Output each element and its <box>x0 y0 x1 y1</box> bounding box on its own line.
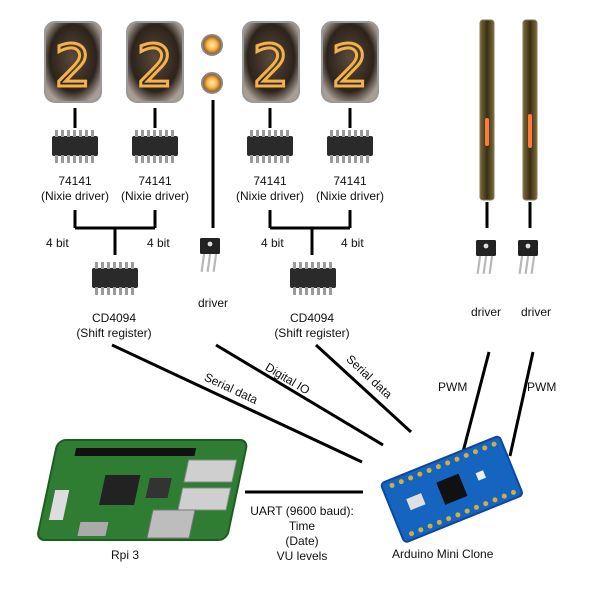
nixie-digit-4: 2 <box>332 32 369 100</box>
nixie-tube-2: 2 <box>126 21 184 103</box>
serial-data-right-line <box>314 343 413 434</box>
dip-ic-icon <box>247 130 293 163</box>
driver-part-number: 74141 <box>138 174 172 188</box>
nixie-tube-icon <box>126 21 184 103</box>
nixie-driver-label-3: 74141 (Nixie driver) <box>215 174 325 204</box>
nixie-driver-label-1: 74141 (Nixie driver) <box>20 174 130 204</box>
colon-driver-label: driver <box>198 296 229 310</box>
driver-description: (Nixie driver) <box>120 189 189 203</box>
uart-item-date: (Date) <box>285 534 319 548</box>
nixie-digit-3: 2 <box>253 32 290 100</box>
driver-part-number: 74141 <box>58 174 92 188</box>
connection-lines <box>73 100 535 494</box>
uart-label: UART (9600 baud): Time (Date) VU levels <box>232 504 372 564</box>
nixie-driver-label-4: 74141 (Nixie driver) <box>295 174 405 204</box>
to126-transistor-icon <box>518 240 538 274</box>
digital-io-line <box>215 343 384 447</box>
nixie-digit-2: 2 <box>137 32 174 100</box>
dip-ic-icon <box>52 130 98 163</box>
uart-title: UART (9600 baud): <box>250 504 354 518</box>
shift-register-part-number: CD4094 <box>91 311 137 325</box>
four-bit-label-4: 4 bit <box>341 236 364 250</box>
raspberry-pi-board-icon <box>37 439 248 541</box>
bargraph-glow <box>485 118 489 146</box>
nixie-tube-1: 2 <box>44 21 102 103</box>
uart-item-time: Time <box>288 519 316 533</box>
bargraph-tube-1 <box>479 19 495 201</box>
nixie-tube-3: 2 <box>242 21 300 103</box>
to126-transistor-icon <box>200 238 220 272</box>
dip-ic-icon <box>132 130 178 163</box>
pwm-right-line <box>508 351 535 457</box>
driver-part-number: 74141 <box>253 174 287 188</box>
bargraph-tube-2 <box>522 19 538 201</box>
nixie-tube-icon <box>242 21 300 103</box>
uart-item-vu-levels: VU levels <box>276 549 328 563</box>
driver-description: (Nixie driver) <box>315 189 384 203</box>
dip-ic-icon <box>92 262 138 295</box>
nixie-driver-label-2: 74141 (Nixie driver) <box>100 174 210 204</box>
arduino-mini-board-icon <box>380 435 523 543</box>
bargraph-tube-icon <box>522 19 538 201</box>
shift-register-label-left: CD4094 (Shift register) <box>59 311 169 341</box>
four-bit-label-1: 4 bit <box>46 236 69 250</box>
driver-description: (Nixie driver) <box>235 189 304 203</box>
shift-register-part-number: CD4094 <box>289 311 335 325</box>
pwm-left-line <box>461 351 491 453</box>
bargraph-tube-icon <box>479 19 495 201</box>
four-bit-label-3: 4 bit <box>261 236 284 250</box>
arduino-label: Arduino Mini Clone <box>392 547 494 561</box>
driver-description: (Nixie driver) <box>40 189 109 203</box>
four-bit-label-2: 4 bit <box>147 236 170 250</box>
rpi-label: Rpi 3 <box>111 548 140 562</box>
to126-transistor-icon <box>476 240 496 274</box>
driver-part-number: 74141 <box>333 174 367 188</box>
shift-register-description: (Shift register) <box>76 326 152 340</box>
nixie-tube-4: 2 <box>321 21 379 103</box>
dip-ic-icon <box>290 262 336 295</box>
dip-ic-icon <box>327 130 373 163</box>
shift-register-label-right: CD4094 (Shift register) <box>257 311 367 341</box>
bargraph-driver-label-right: driver <box>521 305 552 319</box>
pwm-right-label: PWM <box>527 380 557 394</box>
bargraph-glow <box>528 114 532 148</box>
serial-data-left-line <box>111 343 363 464</box>
bargraph-driver-label-left: driver <box>471 305 502 319</box>
colon-lamps <box>201 34 223 94</box>
nixie-tube-icon <box>44 21 102 103</box>
nixie-tube-icon <box>321 21 379 103</box>
nixie-digit-1: 2 <box>55 32 92 100</box>
pwm-left-label: PWM <box>438 380 468 394</box>
neon-lamp-icon <box>201 34 223 56</box>
shift-register-description: (Shift register) <box>274 326 350 340</box>
neon-lamp-icon <box>201 72 223 94</box>
